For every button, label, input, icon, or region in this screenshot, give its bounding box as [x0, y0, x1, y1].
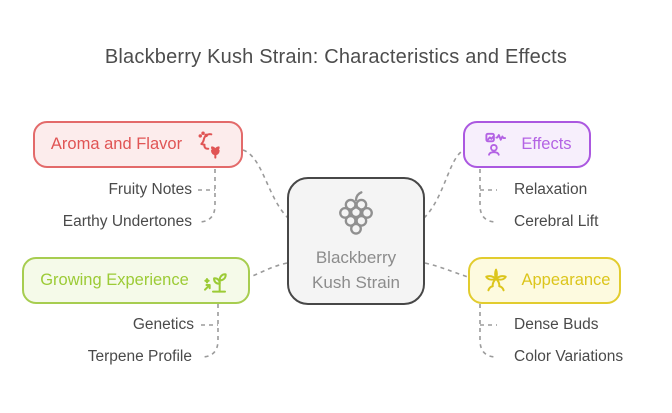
blackberry-icon — [328, 187, 384, 243]
connector-growing-children — [202, 304, 219, 358]
leaf-relaxation: Relaxation — [514, 181, 588, 198]
leaf-fruity-notes: Fruity Notes — [108, 181, 192, 198]
center-label-line2: Kush Strain — [312, 272, 400, 292]
center-label-line1: Blackberry — [315, 248, 397, 268]
center-node-label: Blackberry Kush Strain — [312, 246, 400, 294]
person-pulse-icon — [482, 130, 512, 160]
connector-aroma-to-center — [242, 149, 289, 219]
node-aroma-and-flavor: Aroma and Flavor — [33, 121, 243, 168]
node-appearance: Appearance — [468, 257, 621, 304]
connector-aroma-children — [199, 169, 216, 223]
node-label: Effects — [521, 135, 572, 153]
node-growing-experience: Growing Experience — [22, 257, 250, 304]
connector-center-to-growing — [249, 262, 288, 278]
connector-appearance-children — [479, 304, 496, 358]
node-label: Aroma and Flavor — [50, 135, 183, 153]
leaf-color-variations: Color Variations — [514, 348, 624, 365]
connector-center-to-appearance — [424, 262, 469, 278]
aroma-smell-icon — [191, 129, 225, 161]
leaf-genetics: Genetics — [132, 316, 194, 333]
connector-center-to-effects — [423, 149, 465, 219]
leaf-earthy-undertones: Earthy Undertones — [62, 213, 192, 230]
node-blackberry-kush-strain: Blackberry Kush Strain — [287, 177, 425, 305]
leaf-cerebral-lift: Cerebral Lift — [514, 213, 599, 230]
leaf-dense-buds: Dense Buds — [514, 316, 599, 333]
growing-plant-icon — [198, 265, 232, 297]
diagram-title: Blackberry Kush Strain: Characteristics … — [104, 46, 568, 68]
connector-effects-children — [479, 169, 496, 223]
cannabis-plant-icon — [479, 265, 513, 297]
node-effects: Effects — [463, 121, 591, 168]
leaf-terpene-profile: Terpene Profile — [87, 348, 192, 365]
node-label: Growing Experience — [40, 271, 189, 289]
node-label: Appearance — [521, 271, 611, 289]
